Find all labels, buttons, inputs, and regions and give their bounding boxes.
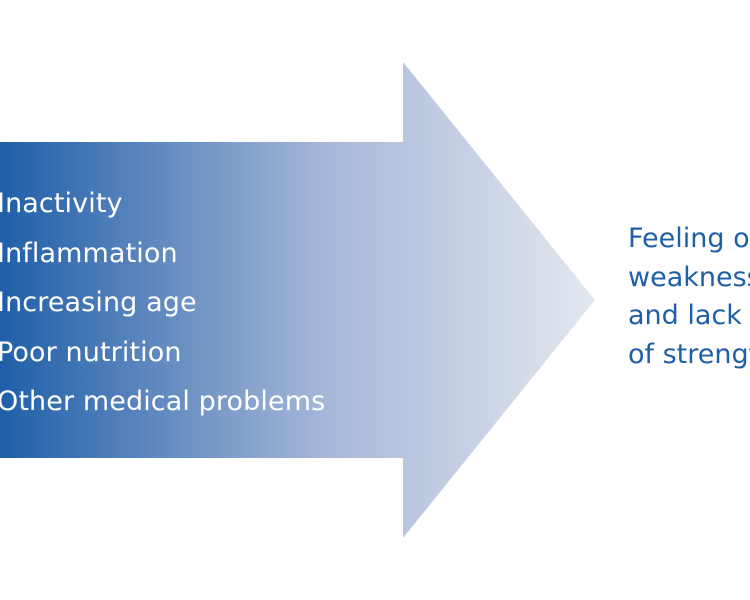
cause-item: Increasing age	[0, 287, 197, 318]
causes-list: Inactivity Inflammation Increasing age P…	[0, 179, 325, 427]
cause-item: Inactivity	[0, 188, 123, 219]
outcome-line: weakness	[628, 261, 750, 293]
cause-item: Inflammation	[0, 237, 178, 269]
outcome-text: Feeling of weakness and lack of strength	[628, 220, 750, 374]
cause-item: Poor nutrition	[0, 336, 182, 368]
cause-item: Other medical problems	[0, 386, 326, 417]
arrow-shape	[0, 62, 595, 538]
outcome-line: and lack	[628, 300, 742, 331]
outcome-line: Feeling of	[628, 223, 750, 254]
outcome-line: of strength	[628, 338, 750, 370]
